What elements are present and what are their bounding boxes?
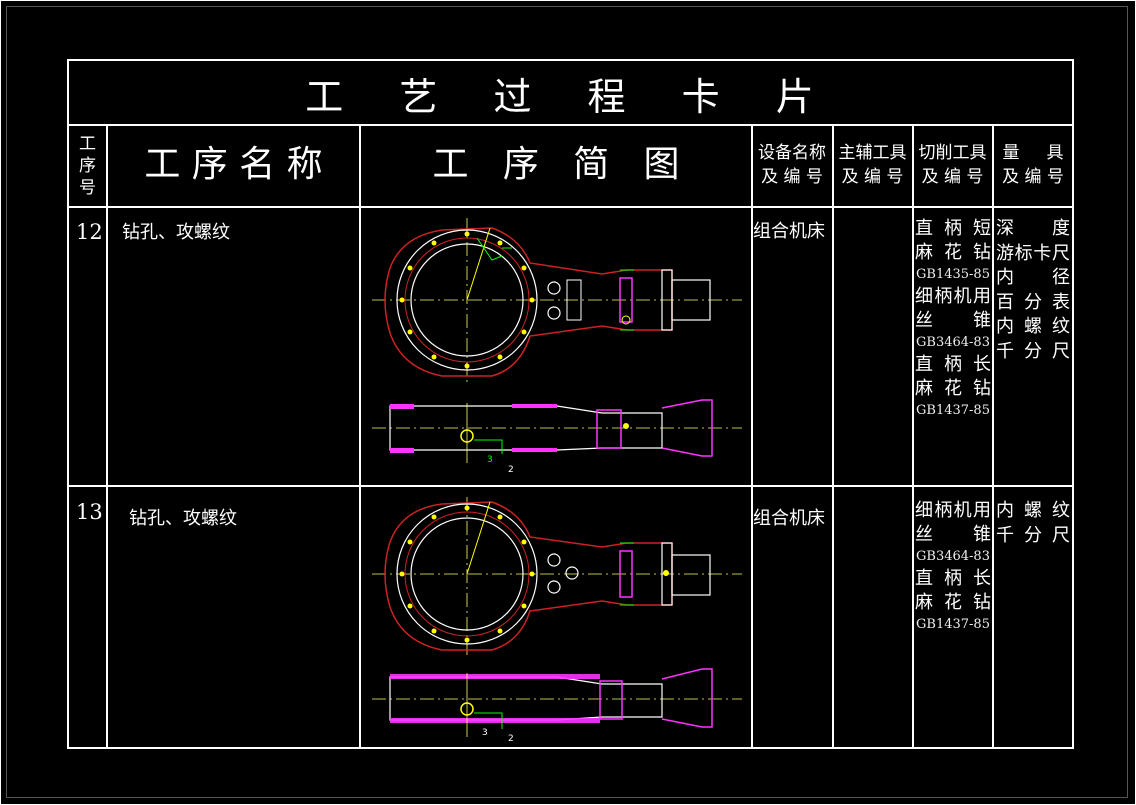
header-fixture: 主辅工具 及 编 号 bbox=[833, 140, 912, 190]
row-name: 钻孔、攻螺纹 bbox=[129, 508, 237, 529]
gauge-line: 深 度 bbox=[996, 218, 1070, 239]
row-equipment: 组合机床 bbox=[753, 221, 825, 242]
col-divider-seq bbox=[106, 124, 108, 749]
row-gauges: 内 螺 纹 千 分 尺 bbox=[996, 499, 1070, 548]
gauge-line: 百 分 表 bbox=[996, 291, 1070, 313]
header-equipment-line: 设备名称 bbox=[758, 143, 826, 163]
cutting-tool-standard: GB1437-85 bbox=[916, 403, 990, 418]
cutting-tool-standard: GB1435-85 bbox=[916, 267, 990, 282]
col-divider-cutting bbox=[992, 124, 994, 749]
front-view: 3 2 bbox=[372, 668, 742, 744]
row-divider bbox=[67, 485, 1074, 487]
cutting-tool-line: 细柄机用 bbox=[915, 286, 991, 307]
cutting-tool-standard: GB3464-83 bbox=[916, 549, 990, 564]
process-sketch-13: 3 2 bbox=[372, 497, 742, 744]
dimension-label: 3 bbox=[487, 455, 493, 465]
header-gauge-line: 及 编 号 bbox=[1002, 167, 1064, 187]
header-cutting-line: 切削工具 bbox=[918, 143, 987, 163]
process-sketch-12: 3 2 bbox=[372, 218, 742, 475]
top-view bbox=[372, 497, 742, 657]
header-seq-char: 工 bbox=[79, 134, 96, 154]
dimension-label: 2 bbox=[508, 734, 514, 744]
gauge-line: 游标卡尺 bbox=[996, 242, 1070, 264]
gauge-line: 内 径 bbox=[996, 267, 1070, 288]
cutting-tool-line: 麻 花 钻 bbox=[915, 242, 991, 263]
cutting-tool-line: 麻 花 钻 bbox=[915, 378, 991, 399]
header-fixture-line: 及 编 号 bbox=[841, 167, 904, 187]
header-seq-char: 序 bbox=[79, 156, 96, 176]
col-divider-name bbox=[359, 124, 361, 749]
cutting-tool-line: 直 柄 长 bbox=[915, 568, 991, 589]
cutting-tool-line: 丝 锥 bbox=[915, 310, 991, 331]
cutting-tool-line: 直 柄 长 bbox=[915, 354, 991, 375]
cutting-tool-line: 直 柄 短 bbox=[915, 218, 991, 239]
cutting-tool-line: 丝 锥 bbox=[915, 524, 991, 545]
row-seq: 12 bbox=[76, 220, 103, 244]
row-name: 钻孔、攻螺纹 bbox=[122, 222, 230, 243]
dimension-label: 3 bbox=[482, 728, 488, 738]
dimension-label: 2 bbox=[508, 465, 514, 475]
process-card-table bbox=[67, 59, 1074, 749]
cutting-tool-line: 麻 花 钻 bbox=[915, 592, 991, 613]
header-divider bbox=[67, 206, 1074, 208]
row-cutting-tools: 细柄机用 丝 锥 GB3464-83 直 柄 长 麻 花 钻 GB1437-85 bbox=[915, 499, 991, 635]
header-cutting-line: 及 编 号 bbox=[921, 167, 984, 187]
top-view bbox=[372, 218, 742, 383]
gauge-line: 内 螺 纹 bbox=[996, 316, 1070, 337]
header-equipment-line: 及 编 号 bbox=[761, 167, 823, 187]
header-seq-char: 号 bbox=[79, 178, 96, 198]
cutting-tool-standard: GB3464-83 bbox=[916, 335, 990, 350]
inner-border bbox=[6, 6, 1128, 798]
front-view: 3 2 bbox=[372, 399, 742, 475]
col-divider-fixture bbox=[912, 124, 914, 749]
row-gauges: 深 度 游标卡尺 内 径 百 分 表 内 螺 纹 千 分 尺 bbox=[996, 217, 1070, 364]
header-cutting: 切削工具 及 编 号 bbox=[913, 140, 992, 190]
header-gauge: 量 具 及 编 号 bbox=[993, 140, 1073, 190]
col-divider-equipment bbox=[832, 124, 834, 749]
title-divider bbox=[67, 124, 1074, 126]
gauge-line: 千 分 尺 bbox=[996, 340, 1070, 362]
header-gauge-line: 量 具 bbox=[1002, 143, 1064, 163]
gauge-line: 千 分 尺 bbox=[996, 524, 1070, 546]
card-title: 工 艺 过 程 卡 片 bbox=[305, 74, 836, 119]
row-cutting-tools: 直 柄 短 麻 花 钻 GB1435-85 细柄机用 丝 锥 GB3464-83… bbox=[915, 217, 991, 421]
header-sketch: 工 序 简 图 bbox=[432, 144, 680, 185]
header-seq: 工 序 号 bbox=[69, 126, 106, 206]
cutting-tool-standard: GB1437-85 bbox=[916, 617, 990, 632]
cutting-tool-line: 细柄机用 bbox=[915, 500, 991, 521]
row-equipment: 组合机床 bbox=[753, 508, 825, 529]
col-divider-sketch bbox=[751, 124, 753, 749]
header-equipment: 设备名称 及 编 号 bbox=[752, 140, 832, 190]
header-name: 工 序 名 称 bbox=[144, 144, 323, 185]
header-fixture-line: 主辅工具 bbox=[838, 143, 907, 163]
row-seq: 13 bbox=[76, 500, 103, 524]
gauge-line: 内 螺 纹 bbox=[996, 500, 1070, 521]
